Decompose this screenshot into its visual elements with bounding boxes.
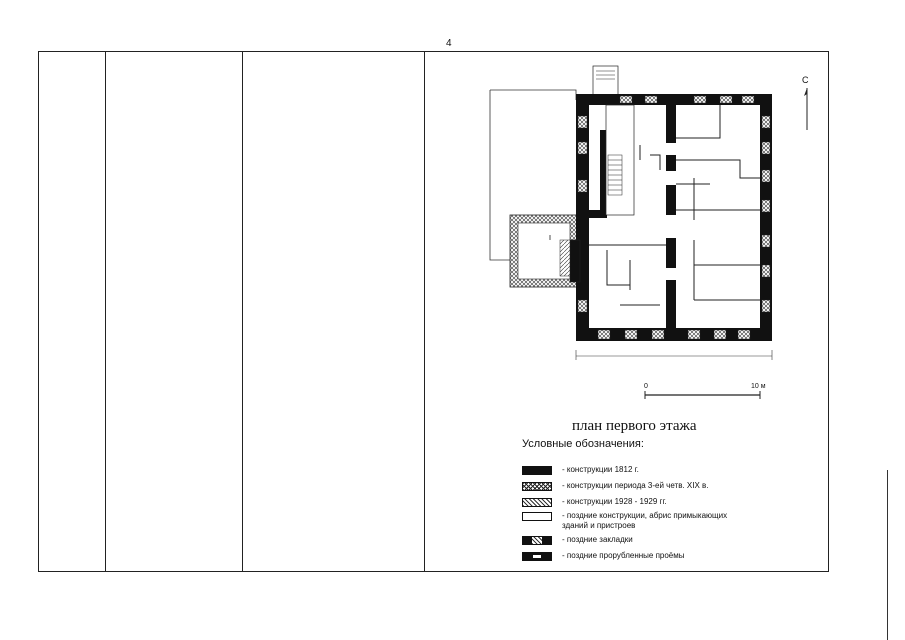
scale-start-label: 0 [644, 383, 648, 390]
legend-item: - конструкции периода 3-ей четв. XIX в. [522, 481, 752, 491]
legend-item: - поздние закладки [522, 535, 752, 545]
table-column-divider [242, 51, 243, 572]
table-column-divider [424, 51, 425, 572]
legend-item-label: - конструкции 1812 г. [562, 465, 639, 474]
sheet-table-frame [38, 51, 829, 572]
legend-item: - конструкции 1812 г. [522, 465, 752, 475]
legend-item-label: - конструкции 1928 - 1929 гг. [562, 497, 667, 506]
legend-item: - поздние прорубленные проёмы [522, 551, 752, 561]
plan-title: план первого этажа [572, 418, 697, 434]
staircase [569, 154, 623, 283]
legend-swatch-late [522, 512, 552, 521]
legend-swatch-infill [522, 536, 552, 545]
legend-item-label: - конструкции периода 3-ей четв. XIX в. [562, 481, 709, 490]
table-column-divider [105, 51, 106, 572]
scan-edge-line [887, 470, 888, 640]
legend-swatch-opening [522, 552, 552, 561]
legend-swatch-xix [522, 482, 552, 491]
legend-item-label: - поздние прорубленные проёмы [562, 551, 685, 560]
scale-end-label: 10 м [751, 383, 766, 390]
legend-swatch-1812 [522, 466, 552, 475]
legend-swatch-1928 [522, 498, 552, 507]
legend-item: - поздние конструкции, абрис примыкающих… [522, 511, 752, 531]
legend-heading: Условные обозначения: [522, 438, 644, 450]
north-label: С [802, 75, 809, 85]
north-arrow-icon [804, 88, 808, 130]
interior-walls-1812 [589, 105, 676, 332]
floor-plan-drawing [489, 65, 773, 360]
page-number: 4 [446, 38, 452, 49]
west-annex [509, 214, 579, 288]
legend-item-label: - поздние закладки [562, 535, 633, 544]
legend-item: - конструкции 1928 - 1929 гг. [522, 497, 752, 507]
scale-bar [644, 391, 761, 399]
window-openings [577, 95, 771, 340]
north-entrance-steps [592, 65, 619, 97]
dimension-line [575, 350, 773, 360]
legend-item-label: - поздние конструкции, абрис примыкающих… [562, 511, 728, 530]
